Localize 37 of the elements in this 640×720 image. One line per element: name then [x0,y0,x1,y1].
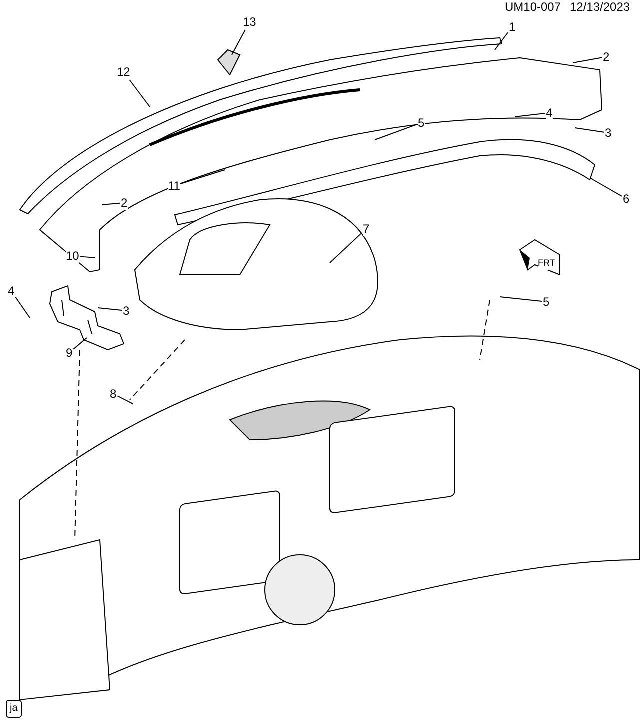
date: 12/13/2023 [570,0,630,14]
callout-number: 1 [509,20,516,34]
callout-number: 6 [623,192,630,206]
leader-line [80,256,96,258]
leader-line [572,57,602,64]
leader-line [574,128,604,133]
callout-number: 13 [243,15,256,29]
leader-line [180,170,226,184]
callout-number: 9 [66,346,73,360]
callout-number: 3 [123,304,130,318]
callout-number: 5 [543,295,550,309]
callout-number: 2 [121,196,128,210]
leader-line [117,396,134,404]
leader-line [500,296,542,302]
leader-line [494,32,508,50]
callout-number: 8 [110,387,117,401]
leader-line [374,124,418,140]
callout-number: 3 [605,126,612,140]
callout-number: 12 [117,65,130,79]
callout-number: 11 [168,179,180,193]
callout-number: 7 [363,222,370,236]
callout-number: 5 [418,116,425,130]
doc-number: UM10-007 [505,0,562,14]
leader-line [514,113,546,118]
callout-number: 10 [66,249,80,263]
leader-line [330,232,362,264]
leader-line [73,338,88,350]
callout-number: 4 [546,106,553,120]
leader-line [129,80,150,108]
leader-line [102,202,120,206]
callout-number: 4 [8,284,15,298]
page-code: ja [6,700,22,718]
callout-number: 2 [603,50,610,64]
leader-line [98,308,122,312]
leader-line [590,178,622,197]
leader-line [15,296,30,318]
leader-line [232,30,246,56]
